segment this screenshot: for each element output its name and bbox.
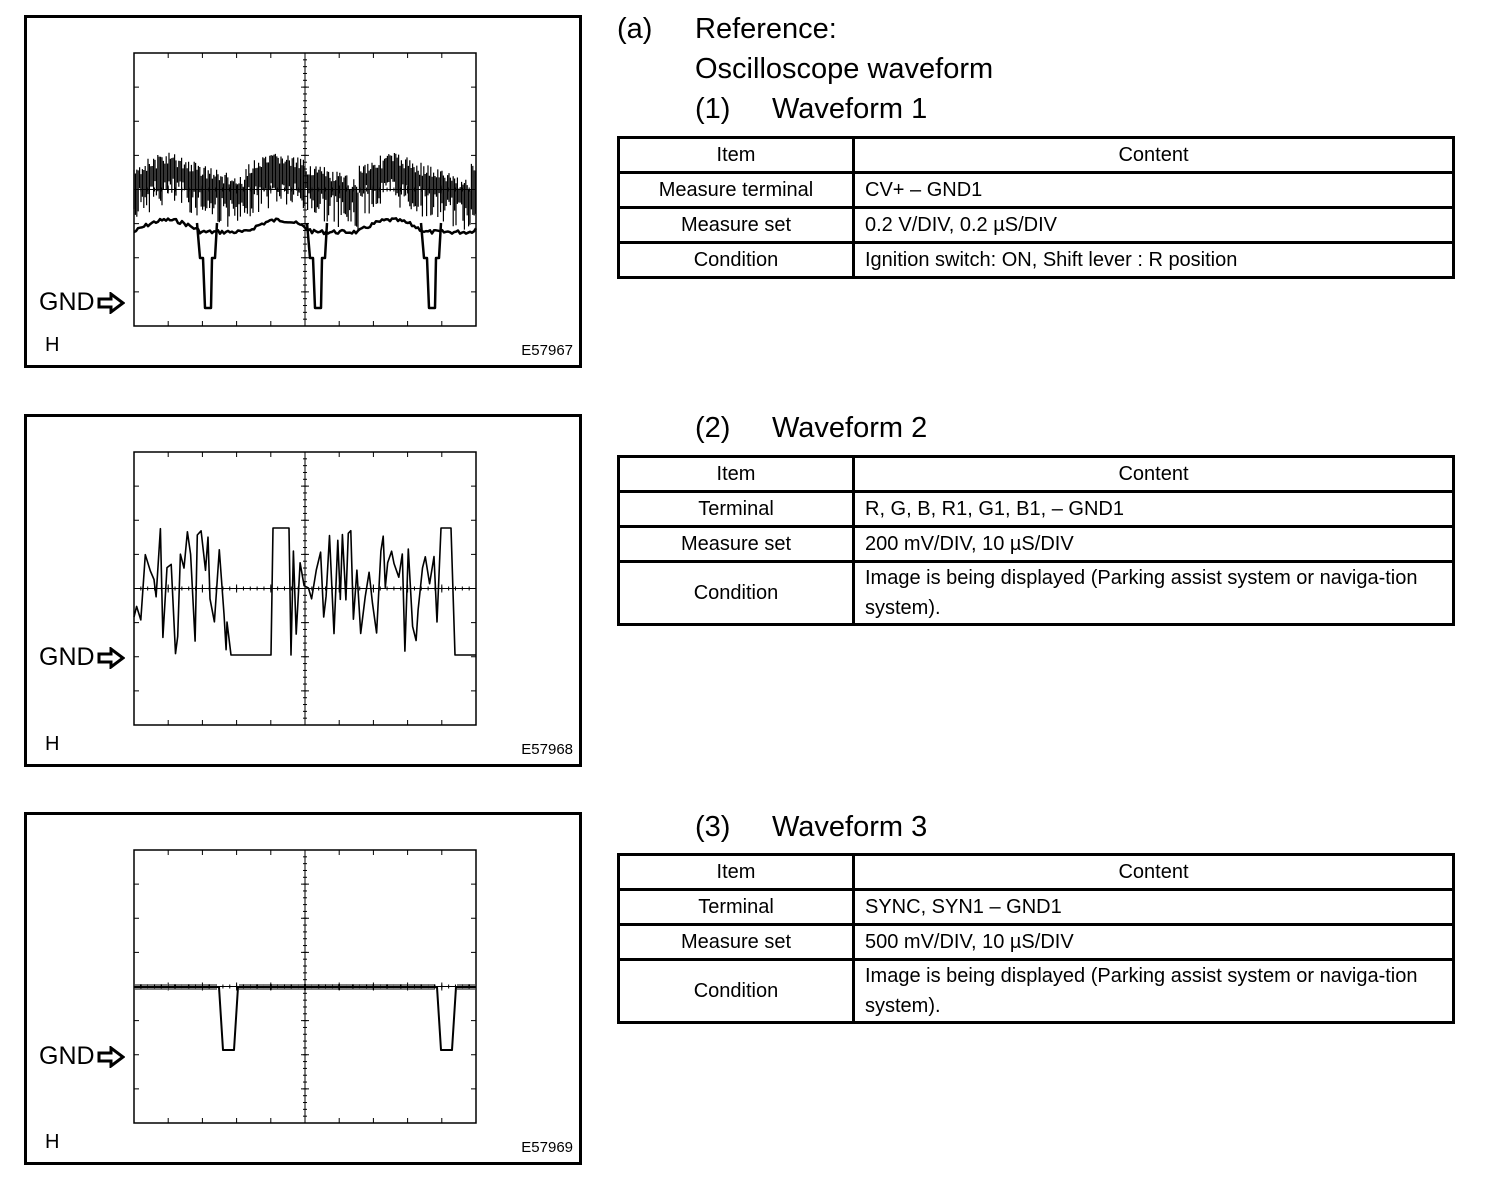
row-item: Measure set — [617, 923, 855, 961]
row-item: Condition — [617, 560, 855, 626]
graticule — [134, 452, 476, 725]
h-label: H — [45, 334, 60, 356]
figure-code: E57969 — [521, 1139, 573, 1156]
row-item: Measure set — [617, 525, 855, 563]
waveform-1-number: (1) — [695, 93, 731, 125]
table-row: Condition Image is being displayed (Park… — [617, 958, 1455, 1024]
oscilloscope-screen-1 — [133, 52, 478, 327]
h-label: H — [45, 733, 60, 755]
row-item: Condition — [617, 958, 855, 1024]
gnd-marker: GND — [39, 645, 125, 670]
sync-pulse — [195, 222, 219, 310]
row-item: Terminal — [617, 888, 855, 926]
table-row: Measure set 0.2 V/DIV, 0.2 µS/DIV — [617, 206, 1455, 244]
table-header-row: Item Content — [617, 455, 1455, 493]
waveform-1-table: Item Content Measure terminal CV+ – GND1… — [617, 136, 1455, 279]
table-row: Measure set 200 mV/DIV, 10 µS/DIV — [617, 525, 1455, 563]
waveform-1-title: Waveform 1 — [772, 93, 928, 125]
oscilloscope-screen-2 — [133, 451, 477, 726]
header-item: Item — [617, 455, 855, 493]
row-content: Image is being displayed (Parking assist… — [852, 958, 1455, 1024]
gnd-label: GND — [39, 1042, 95, 1070]
gnd-arrow-icon — [97, 291, 125, 314]
waveform-3-figure: GND H E57969 — [24, 812, 582, 1165]
row-content: R, G, B, R1, G1, B1, – GND1 — [852, 490, 1455, 528]
section-title: Reference: — [695, 13, 837, 45]
header-item: Item — [617, 136, 855, 174]
row-content: CV+ – GND1 — [852, 171, 1455, 209]
table-header-row: Item Content — [617, 136, 1455, 174]
table-row: Terminal R, G, B, R1, G1, B1, – GND1 — [617, 490, 1455, 528]
row-item: Condition — [617, 241, 855, 279]
sync-pulse — [419, 222, 443, 310]
table-row: Measure set 500 mV/DIV, 10 µS/DIV — [617, 923, 1455, 961]
header-item: Item — [617, 853, 855, 891]
baseline-noise — [133, 984, 477, 990]
waveform-2-title: Waveform 2 — [772, 412, 928, 444]
table-row: Terminal SYNC, SYN1 – GND1 — [617, 888, 1455, 926]
h-label: H — [45, 1131, 60, 1153]
waveform-3-number: (3) — [695, 811, 731, 843]
waveform-2-figure: GND H E57968 — [24, 414, 582, 767]
waveform-trace-noise — [133, 152, 477, 231]
figure-code: E57968 — [521, 741, 573, 758]
section-label: (a) — [617, 13, 653, 45]
table-row: Measure terminal CV+ – GND1 — [617, 171, 1455, 209]
sync-pulse — [305, 222, 329, 310]
gnd-marker: GND — [39, 290, 125, 315]
table-header-row: Item Content — [617, 853, 1455, 891]
row-content: Ignition switch: ON, Shift lever : R pos… — [852, 241, 1455, 279]
header-content: Content — [852, 455, 1455, 493]
gnd-label: GND — [39, 288, 95, 316]
row-item: Measure terminal — [617, 171, 855, 209]
waveform-1-figure: GND H E57967 — [24, 15, 582, 368]
table-row: Condition Image is being displayed (Park… — [617, 560, 1455, 626]
row-content: 200 mV/DIV, 10 µS/DIV — [852, 525, 1455, 563]
gnd-arrow-icon — [97, 646, 125, 669]
waveform-trace-lower — [133, 217, 478, 236]
section-subtitle: Oscilloscope waveform — [695, 53, 994, 85]
figure-code: E57967 — [521, 342, 573, 359]
row-item: Terminal — [617, 490, 855, 528]
row-content: Image is being displayed (Parking assist… — [852, 560, 1455, 626]
oscilloscope-screen-3 — [133, 849, 477, 1124]
waveform-2-number: (2) — [695, 412, 731, 444]
row-item: Measure set — [617, 206, 855, 244]
waveform-trace — [133, 527, 476, 656]
gnd-arrow-icon — [97, 1045, 125, 1068]
row-content: 0.2 V/DIV, 0.2 µS/DIV — [852, 206, 1455, 244]
header-content: Content — [852, 136, 1455, 174]
row-content: 500 mV/DIV, 10 µS/DIV — [852, 923, 1455, 961]
table-row: Condition Ignition switch: ON, Shift lev… — [617, 241, 1455, 279]
header-content: Content — [852, 853, 1455, 891]
gnd-marker: GND — [39, 1044, 125, 1069]
waveform-3-table: Item Content Terminal SYNC, SYN1 – GND1 … — [617, 853, 1455, 1024]
row-content: SYNC, SYN1 – GND1 — [852, 888, 1455, 926]
gnd-label: GND — [39, 643, 95, 671]
waveform-2-table: Item Content Terminal R, G, B, R1, G1, B… — [617, 455, 1455, 626]
waveform-3-title: Waveform 3 — [772, 811, 928, 843]
